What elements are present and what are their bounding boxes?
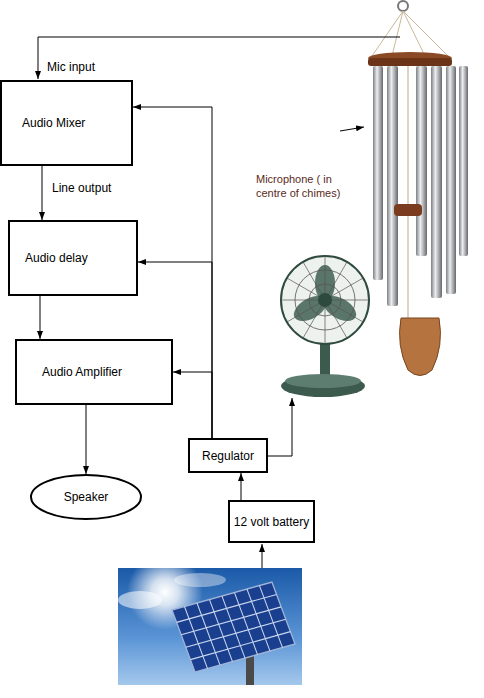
microphone-leader	[340, 127, 364, 131]
chime-tube	[431, 66, 442, 298]
process-box: 12 volt battery	[228, 500, 315, 543]
process-box: Regulator	[188, 438, 268, 473]
fan-hub	[318, 293, 332, 307]
fan-base	[281, 375, 365, 397]
chime-tube	[416, 66, 427, 256]
panel-cell-grid	[172, 582, 295, 672]
chime-tube	[459, 66, 468, 256]
node-text: Audio Amplifier	[42, 365, 122, 379]
solar-panel-photo	[118, 554, 302, 685]
chime-string	[392, 11, 403, 56]
chime-center-string	[408, 66, 409, 318]
node-text: Speaker	[64, 490, 109, 504]
ellipse-shape	[31, 475, 141, 519]
fan-power-wire	[268, 398, 292, 456]
chime-top-wood	[368, 58, 452, 66]
edge-label: Line output	[52, 181, 111, 195]
connector-arrow	[241, 473, 242, 500]
mic-input-wire	[38, 37, 400, 79]
chime-striker	[394, 204, 422, 216]
connector-arrow	[86, 405, 87, 474]
node-text: Audio delay	[25, 251, 88, 265]
hanging-ring	[398, 1, 408, 11]
speaker-ellipse: Speaker	[30, 474, 142, 520]
connector-arrow	[173, 372, 212, 438]
node-text: 12 volt battery	[234, 515, 309, 529]
node-text: Audio Mixer	[22, 116, 85, 130]
connector-arrow	[40, 296, 41, 339]
solar-panel	[172, 582, 295, 672]
node-text: Regulator	[202, 449, 254, 463]
fan-guard-spoke	[287, 278, 363, 322]
wind-sail	[400, 318, 441, 376]
chime-string	[403, 11, 425, 56]
solar-charge-wire	[262, 544, 263, 568]
fan-neck	[320, 340, 330, 378]
fan-guard-spoke	[303, 262, 347, 338]
chime-string	[403, 11, 448, 56]
chime-tube	[446, 66, 456, 294]
process-box: Audio Mixer	[0, 80, 133, 166]
fan-guard	[281, 256, 369, 344]
panel-surface	[172, 582, 295, 672]
process-box: Audio Amplifier	[15, 339, 173, 405]
desk-fan	[281, 256, 369, 397]
chime-tube	[373, 66, 383, 280]
chime-string	[372, 11, 403, 56]
callout-label: Microphone ( in centre of chimes)	[256, 172, 354, 200]
panel-pole	[246, 655, 254, 685]
wind-chime	[368, 1, 468, 376]
connector-arrow	[42, 166, 43, 220]
process-box: Audio delay	[8, 220, 138, 296]
signal-label: Mic input	[47, 60, 95, 74]
chime-tube	[387, 66, 398, 306]
fan-base-top	[285, 374, 361, 388]
